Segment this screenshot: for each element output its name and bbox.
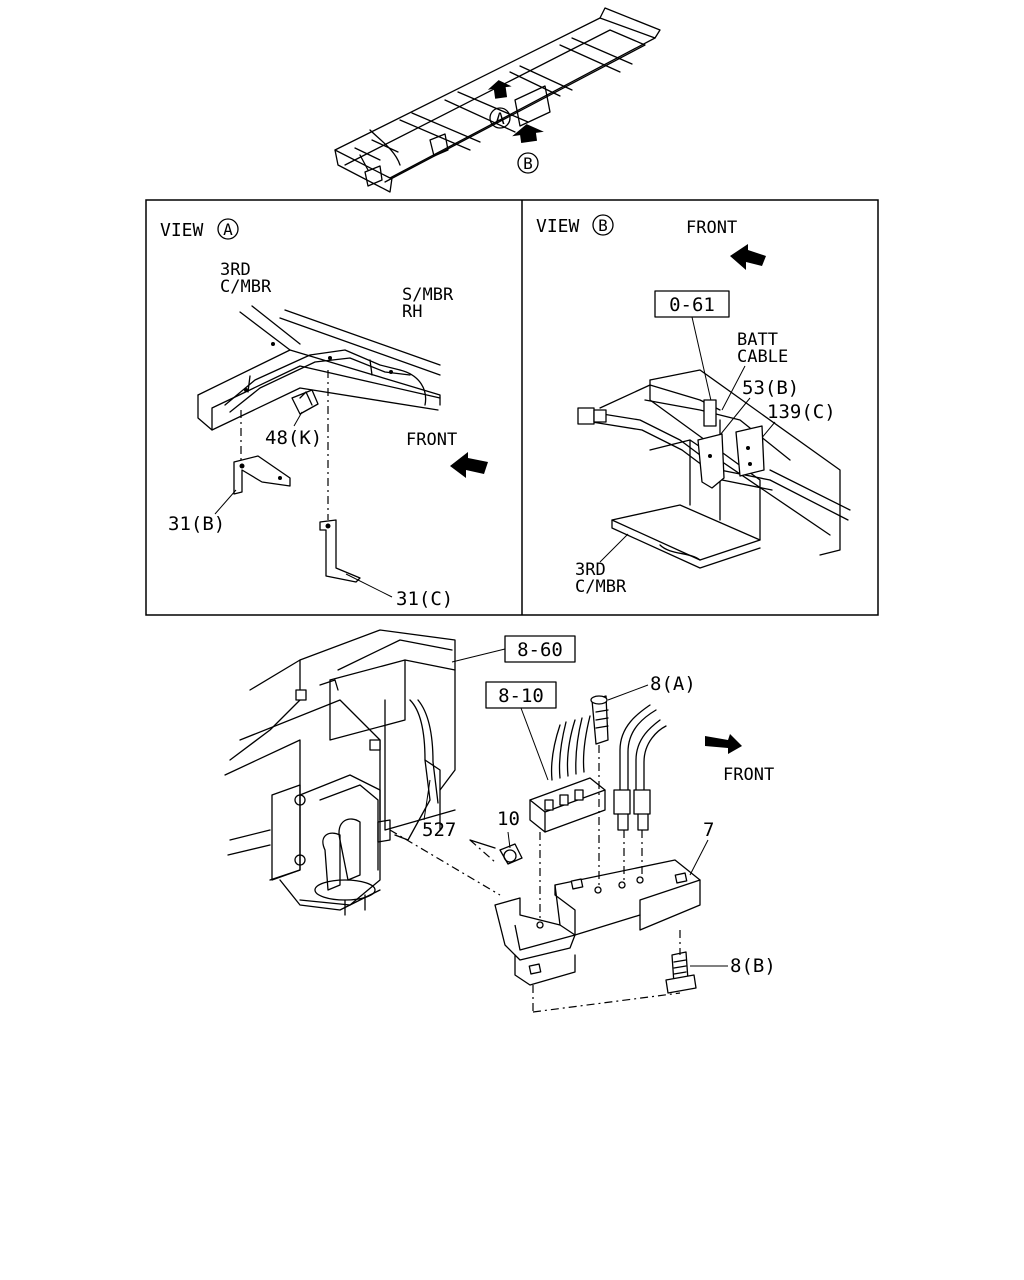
part-10-label: 10 (497, 808, 520, 830)
view-a-title: VIEW A (160, 218, 239, 241)
chassis-frame-overview (334, 7, 661, 193)
tubes-and-fittings (613, 704, 667, 831)
part-7-label: 7 (703, 819, 714, 841)
part-8a-label: 8(A) (650, 673, 696, 695)
main-dash-guides (389, 745, 681, 1013)
part-10-bolt (469, 839, 523, 865)
part-527-label: 527 (422, 819, 456, 841)
view-b-frame-member (611, 369, 851, 569)
view-b-label-3rd-line2: C/MBR (575, 577, 627, 597)
view-a-label-3rd-line1: 3RD (220, 260, 251, 280)
view-a-label-smbr-line2: RH (402, 302, 422, 322)
part-48k-label: 48(K) (265, 427, 322, 449)
part-139c-label: 139(C) (767, 401, 836, 423)
svg-text:VIEW: VIEW (160, 220, 204, 241)
view-a-front-label: FRONT (406, 430, 457, 450)
svg-text:8-60: 8-60 (517, 639, 563, 661)
part-48k-clip (291, 389, 319, 415)
part-31c-bracket (319, 519, 361, 583)
batt-cable-label-line2: CABLE (737, 347, 788, 367)
part-7-bracket (494, 859, 701, 986)
part-53b-label: 53(B) (742, 377, 799, 399)
view-a-label-3rd-line2: C/MBR (220, 277, 272, 297)
main-front-label: FRONT (723, 765, 774, 785)
part-53b-clamp (697, 399, 725, 489)
detail-views-frame (145, 199, 879, 616)
part-31b-bracket (233, 455, 291, 495)
part-8b-label: 8(B) (730, 955, 776, 977)
svg-text:0-61: 0-61 (669, 294, 715, 316)
view-a-front-arrow-icon (450, 452, 488, 478)
wiring-connector (529, 715, 606, 833)
part-8b-bolt (665, 951, 697, 994)
part-139c-bracket (735, 425, 765, 477)
ref-061-box: 0-61 (654, 290, 730, 318)
part-31b-label: 31(B) (168, 513, 225, 535)
svg-text:8-10: 8-10 (498, 685, 544, 707)
batt-cable-label-line1: BATT (737, 330, 778, 350)
ref-810-box: 8-10 (485, 681, 557, 709)
marker-a: A (489, 107, 511, 129)
view-a-label-smbr-line1: S/MBR (402, 285, 454, 305)
batt-cable-wiring (577, 384, 791, 491)
svg-text:B: B (598, 216, 608, 235)
ref-860-box: 8-60 (504, 635, 576, 663)
svg-text:A: A (495, 109, 505, 128)
view-b-front-arrow-icon (730, 244, 766, 270)
arrow-a-icon (487, 80, 512, 99)
arrow-b-icon (512, 124, 544, 144)
svg-text:VIEW: VIEW (536, 216, 580, 237)
main-front-arrow-icon (705, 734, 742, 754)
view-a-frame-member (197, 305, 441, 431)
marker-b: B (517, 152, 539, 174)
svg-text:A: A (223, 220, 233, 239)
part-8a-bolt (590, 695, 609, 745)
view-b-title: VIEW B (536, 214, 614, 237)
part-31c-label: 31(C) (396, 588, 453, 610)
view-b-front-label: FRONT (686, 218, 737, 238)
view-b-label-3rd-line1: 3RD (575, 560, 606, 580)
engine-and-heater-unit (224, 629, 456, 916)
svg-text:B: B (523, 154, 533, 173)
